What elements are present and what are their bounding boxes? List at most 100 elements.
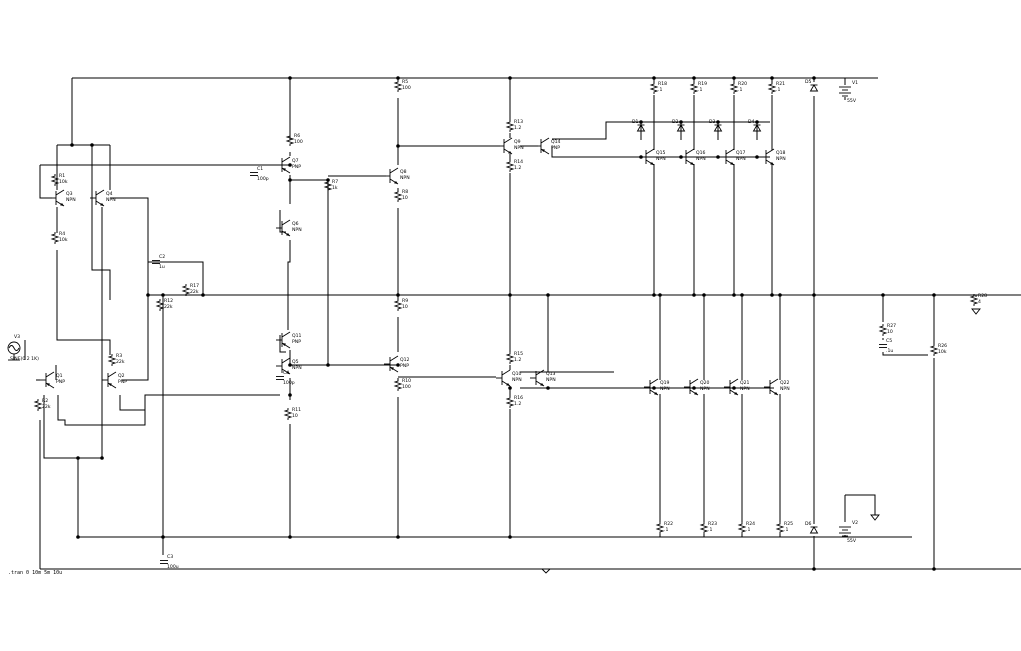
junction-dot (639, 120, 643, 124)
resistor-name-r1: R1 (59, 173, 65, 179)
transistor-type-q21: NPN (740, 386, 750, 392)
resistor-name-r12: R12 (164, 298, 173, 304)
junction-dot (812, 76, 816, 80)
junction-dot (288, 163, 292, 167)
transistor-type-q3: NPN (66, 197, 76, 203)
junction-dot (932, 293, 936, 297)
transistor-name-q8: Q8 (400, 169, 407, 175)
resistor-r20: R20.1 (729, 81, 747, 94)
junction-dot (396, 293, 400, 297)
transistor-name-q3: Q3 (66, 191, 73, 197)
transistor-type-q2: PNP (118, 379, 127, 385)
transistor-name-q19: Q19 (660, 380, 670, 386)
resistor-name-r19: R19 (698, 81, 707, 87)
junction-dot (508, 386, 512, 390)
supply-value-v1: 55V (847, 98, 857, 104)
junction-dot (652, 293, 656, 297)
transistor-name-q11: Q11 (292, 333, 302, 339)
junction-dot (288, 393, 292, 397)
transistor-type-q4: NPN (106, 197, 116, 203)
junction-dot (76, 535, 80, 539)
junction-dot (288, 178, 292, 182)
resistor-value-r14: 1.2 (514, 165, 521, 171)
resistor-name-r15: R15 (514, 351, 523, 357)
transistor-name-q9: Q9 (514, 139, 521, 145)
junction-dot (932, 567, 936, 571)
capacitor-name-c2: C2 (159, 254, 165, 260)
resistor-value-r13: 1.2 (514, 125, 521, 131)
capacitor-name-c4: C4 (283, 370, 289, 376)
junction-dot (755, 120, 759, 124)
resistor-r18: R18.1 (649, 81, 667, 94)
components: Q1PNPQ2PNPQ3NPNQ4NPNQ5NPNQ6NPNQ7PNPQ8NPN… (7, 79, 987, 574)
ground-symbol (971, 308, 981, 315)
junction-dot (396, 144, 400, 148)
junction-dot (755, 155, 759, 159)
source-spec: SINE(0 2 1K) (10, 356, 39, 362)
resistor-value-r15: 1.2 (514, 357, 521, 363)
capacitor-value-c2: 1u (159, 264, 165, 270)
junction-dot (288, 363, 292, 367)
resistor-value-r11: 10 (292, 413, 298, 419)
transistor-name-q15: Q15 (656, 150, 666, 156)
simulation-command: .tran 0 10m 5m 10u (8, 570, 63, 576)
transistor-type-q8: NPN (400, 175, 410, 181)
capacitor-name-c5: C5 (886, 338, 892, 344)
capacitor-value-c4: 100p (283, 380, 295, 386)
resistor-name-r4: R4 (59, 231, 65, 237)
resistor-name-r27: R27 (887, 323, 896, 329)
resistor-name-r14: R14 (514, 159, 523, 165)
transistor-type-q12: PNP (400, 363, 409, 369)
junction-dot (812, 293, 816, 297)
resistor-name-r28: R28 (978, 293, 987, 299)
resistor-value-r8: 10 (402, 195, 408, 201)
resistor-name-r24: R24 (746, 521, 755, 527)
transistor-name-q22: Q22 (780, 380, 790, 386)
resistor-value-r18: .1 (658, 87, 662, 93)
transistor-type-q7: PNP (292, 164, 301, 170)
resistor-value-r19: .1 (698, 87, 702, 93)
transistor-type-q15: NPN (656, 156, 666, 162)
resistor-r21: R21.1 (767, 81, 785, 94)
transistor-type-q9: NPN (514, 145, 524, 151)
junction-dot (90, 143, 94, 147)
resistor-name-r8: R8 (402, 189, 408, 195)
junction-dot (508, 535, 512, 539)
junction-dot (546, 293, 550, 297)
transistor-type-q16: NPN (696, 156, 706, 162)
transistor-type-q17: NPN (736, 156, 746, 162)
junction-dot (100, 456, 104, 460)
resistor-value-r25: .1 (784, 527, 788, 533)
transistor-type-q18: NPN (776, 156, 786, 162)
resistor-value-r21: .1 (776, 87, 780, 93)
resistor-name-r9: R9 (402, 298, 408, 304)
transistor-name-q20: Q20 (700, 380, 710, 386)
resistor-name-r11: R11 (292, 407, 301, 413)
capacitor-value-c1: 100p (257, 176, 269, 182)
junction-dot (732, 76, 736, 80)
junction-dot (396, 363, 400, 367)
resistor-name-r3: R3 (116, 353, 122, 359)
resistor-value-r12: 22k (164, 304, 173, 310)
junction-dot (679, 120, 683, 124)
transistor-name-q7: Q7 (292, 158, 299, 164)
transistor-name-q14: Q14 (551, 139, 561, 145)
